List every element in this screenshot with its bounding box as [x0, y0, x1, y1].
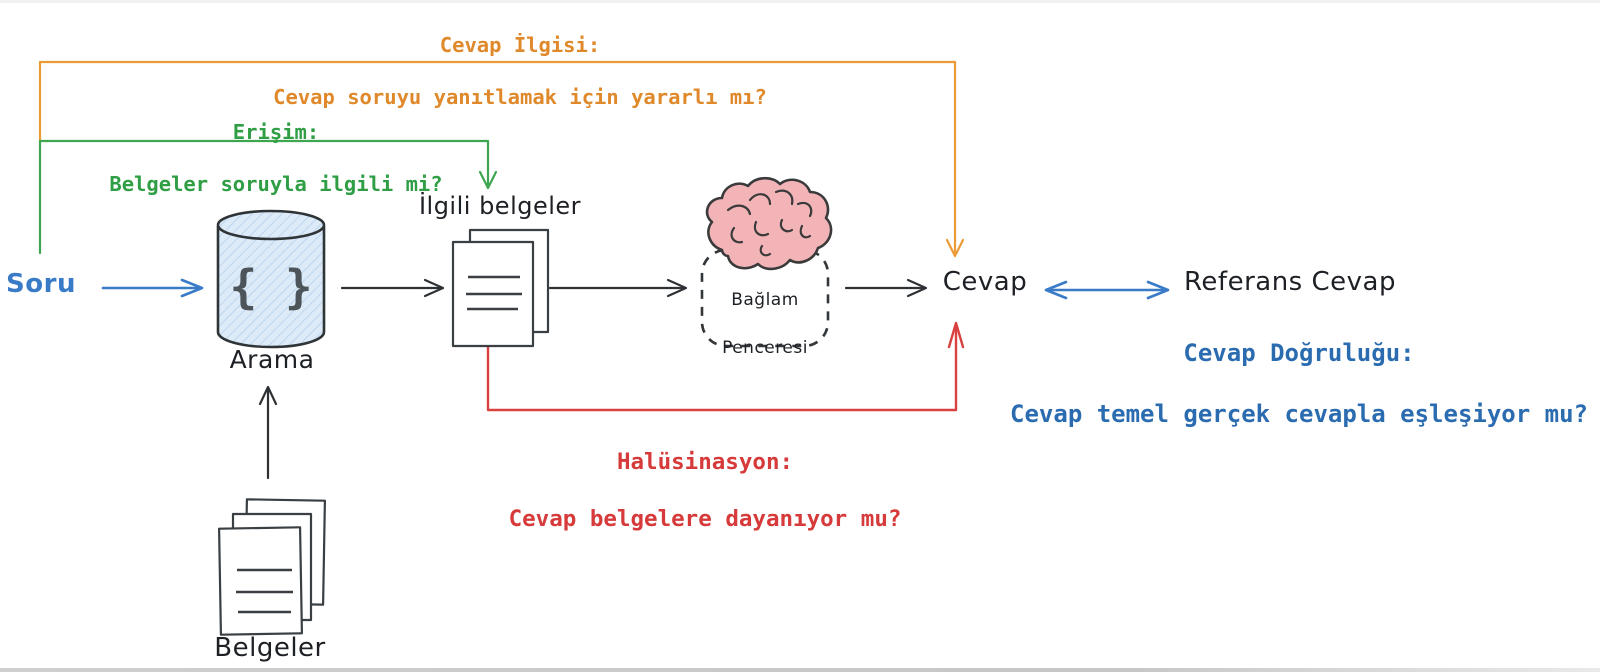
context-to-answer-arrow — [844, 278, 928, 298]
documents-node-label: Belgeler — [214, 633, 326, 663]
question-node-label: Soru — [6, 269, 76, 299]
answer-correctness-title: Cevap Doğruluğu: — [1183, 339, 1415, 368]
answer-relevance-question: Cevap soruyu yanıtlamak için yararlı mı? — [273, 85, 767, 110]
retrieval-annotation: Erişim: Belgeler soruyla ilgili mi? — [26, 93, 526, 223]
hallucination-question: Cevap belgelere dayanıyor mu? — [508, 505, 902, 532]
brain-icon — [705, 176, 833, 271]
database-cylinder-icon: { } — [216, 209, 326, 349]
top-edge-strip — [0, 0, 1600, 3]
search-node-label: Arama — [229, 345, 315, 374]
relevant-documents-label: İlgili belgeler — [418, 192, 582, 220]
answer-relevance-title: Cevap İlgisi: — [439, 33, 601, 58]
reference-answer-node-label: Referans Cevap — [1184, 267, 1396, 297]
documents-to-search-up-arrow — [258, 385, 278, 480]
braces-icon: { } — [229, 260, 312, 314]
hallucination-annotation: Halüsinasyon: Cevap belgelere dayanıyor … — [425, 419, 985, 562]
retrieval-question: Belgeler soruyla ilgili mi? — [109, 172, 443, 197]
answer-reference-double-arrow — [1044, 280, 1170, 300]
question-to-search-arrow — [101, 278, 204, 298]
answer-relevance-annotation: Cevap İlgisi: Cevap soruyu yanıtlamak iç… — [240, 6, 800, 136]
retrieval-connector — [38, 139, 498, 255]
context-window-label: Bağlam Penceresi — [722, 290, 808, 358]
retrieval-title: Erişim: — [232, 120, 320, 145]
hallucination-title: Halüsinasyon: — [616, 448, 794, 475]
answer-correctness-annotation: Cevap Doğruluğu: Cevap temel gerçek ceva… — [1000, 308, 1598, 460]
search-to-documents-arrow — [340, 278, 445, 298]
source-documents-icon — [217, 498, 327, 636]
relevant-documents-icon — [451, 228, 550, 348]
documents-to-context-arrow — [548, 278, 688, 298]
bottom-edge-strip — [0, 668, 1600, 672]
answer-correctness-question: Cevap temel gerçek cevapla eşleşiyor mu? — [1010, 400, 1588, 429]
answer-relevance-connector — [38, 60, 965, 258]
hallucination-connector — [486, 321, 965, 412]
answer-node-label: Cevap — [942, 267, 1028, 297]
